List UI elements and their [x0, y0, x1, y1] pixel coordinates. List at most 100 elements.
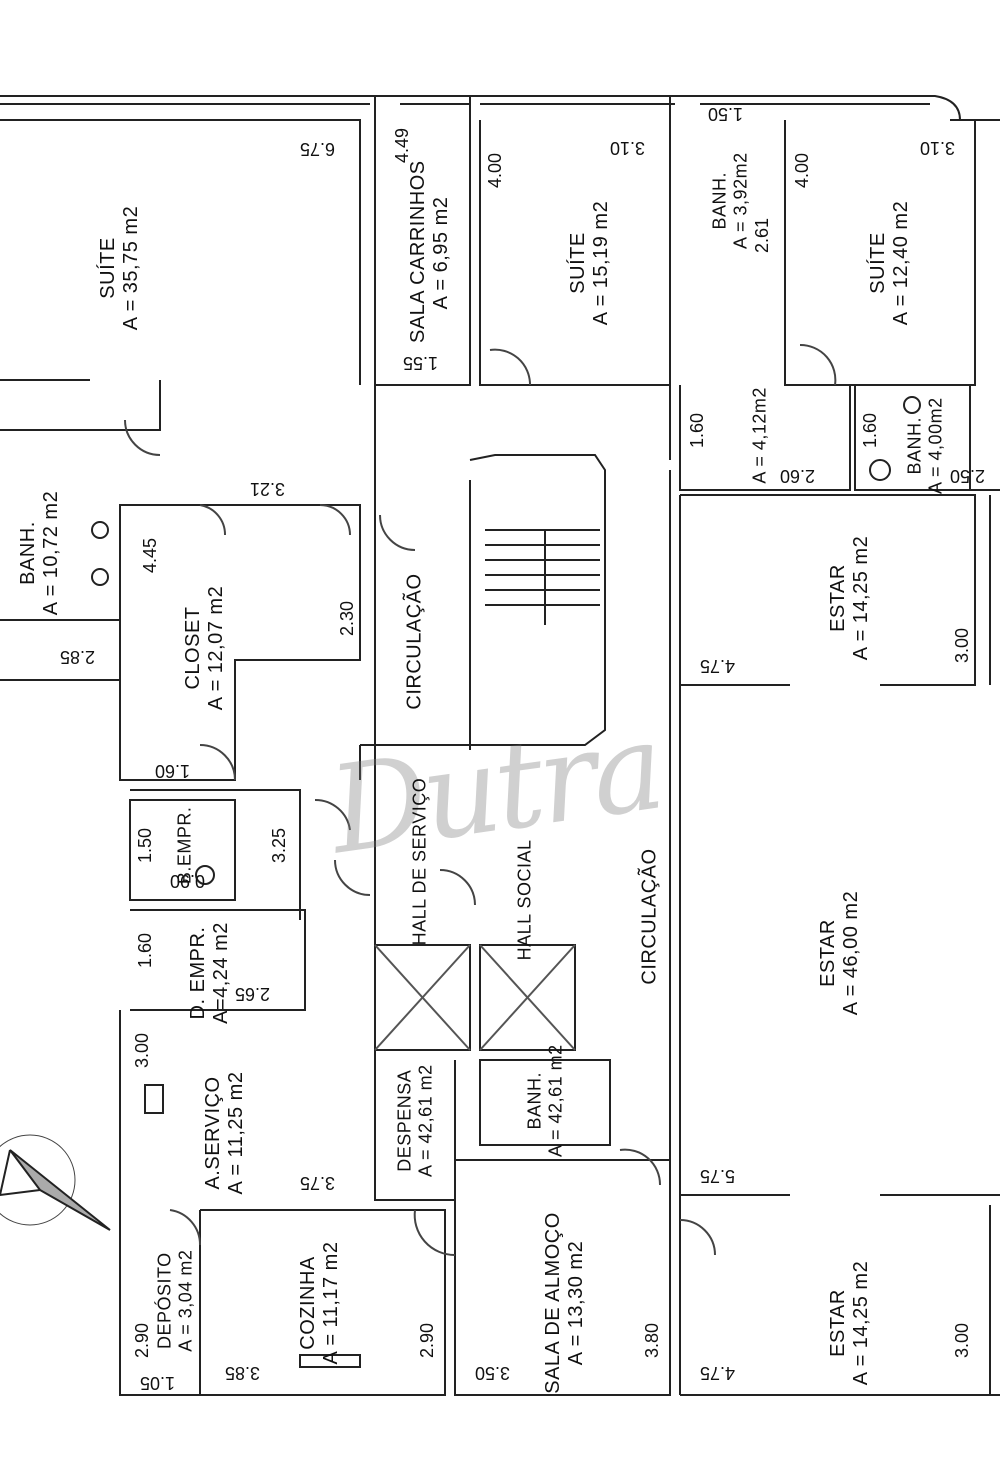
room-deposito: DEPÓSITO A = 3,04 m2 [154, 1231, 195, 1371]
room-area: A = 12,07 m2 [205, 585, 227, 711]
room-area: A = 42,61 m2 [545, 1044, 565, 1157]
room-area: A = 46,00 m2 [840, 890, 862, 1016]
room-area: A = 14,25 m2 [850, 1260, 872, 1386]
room-area: A=4,24 m2 [210, 922, 232, 1024]
room-name: A.SERVIÇO [202, 1076, 224, 1190]
room-banh-social: BANH. A = 42,61 m2 [524, 1031, 565, 1171]
dim-300b: 3.00 [132, 1032, 153, 1069]
room-name: COZINHA [297, 1256, 319, 1350]
dim-160d: 1.60 [135, 932, 156, 969]
room-name: BANH. [17, 521, 39, 585]
room-name: DESPENSA [394, 1069, 415, 1172]
walls-baths [679, 385, 1000, 491]
room-estar-1: ESTAR A = 14,25 m2 [827, 508, 873, 688]
wall-left-1 [0, 379, 161, 431]
dim-160c: 1.60 [155, 761, 191, 781]
room-banh-hall: A = 4,12m2 [750, 380, 771, 490]
room-circulacao-2: CIRCULAÇÃO [639, 837, 662, 997]
dim-380: 3.80 [642, 1322, 663, 1359]
room-name: SUÍTE [97, 237, 119, 299]
dim-325: 3.25 [269, 827, 290, 864]
room-area: A = 11,25 m2 [225, 1071, 247, 1195]
room-a-servico: A.SERVIÇO A = 11,25 m2 [202, 1048, 248, 1218]
dim-090: 0.90 [170, 871, 206, 891]
wall-cozinha [200, 1209, 446, 1396]
dim-230: 2.30 [337, 600, 358, 637]
wall-estar-1 [679, 494, 976, 1395]
room-name: CLOSET [182, 606, 204, 690]
room-name: ESTAR [817, 919, 839, 987]
dim-250: 2.50 [950, 466, 986, 486]
dim-475a: 4.75 [700, 656, 736, 676]
dim-260: 2.60 [780, 466, 816, 486]
room-name: CIRCULAÇÃO [403, 573, 426, 710]
room-area: A = 6,95 m2 [430, 196, 452, 310]
room-area: A = 15,19 m2 [590, 200, 612, 326]
dim-300a: 3.00 [952, 627, 973, 664]
dim-475b: 4.75 [700, 1363, 736, 1383]
dim-449: 4.49 [392, 127, 413, 164]
room-area: A = 12,40 m2 [890, 200, 912, 326]
wall-empr [130, 789, 301, 920]
room-area: A = 13,30 m2 [565, 1240, 587, 1366]
wall-dempr [130, 909, 306, 1011]
room-name: SUÍTE [867, 232, 889, 294]
room-area: A = 4,12m2 [749, 387, 770, 484]
room-sala-almoco: SALA DE ALMOÇO A = 13,30 m2 [542, 1203, 588, 1403]
room-hall-servico: HALL DE SERVIÇO [409, 777, 431, 946]
room-banh-suite-2: BANH. A = 3,92m2 [709, 141, 750, 261]
room-area: A = 11,17 m2 [320, 1241, 342, 1365]
dim-350: 3.50 [475, 1363, 511, 1383]
dim-445: 4.45 [140, 537, 161, 574]
dim-310a: 3.10 [610, 138, 646, 158]
dim-155: 1.55 [403, 353, 439, 373]
room-estar-3: ESTAR A = 14,25 m2 [827, 1233, 873, 1413]
room-area: A = 3,92m2 [730, 152, 750, 249]
room-name: CIRCULAÇÃO [638, 848, 661, 985]
room-banh-suite-3: BANH. A = 4,00m2 [904, 391, 945, 501]
room-area: A = 14,25 m2 [850, 535, 872, 661]
wall-banh-social [479, 1059, 611, 1146]
room-name: SALA DE ALMOÇO [542, 1212, 564, 1394]
dim-105: 1.05 [140, 1373, 176, 1393]
dim-375: 3.75 [300, 1173, 336, 1193]
room-sala-carrinhos: SALA CARRINHOS A = 6,95 m2 [407, 160, 453, 343]
room-circulacao-1: CIRCULAÇÃO [404, 572, 427, 712]
room-area: A = 10,72 m2 [40, 490, 62, 616]
exterior-wall-top [0, 95, 961, 121]
room-d-empr: D. EMPR. A=4,24 m2 [187, 903, 233, 1043]
room-suite-3: SUÍTE A = 12,40 m2 [867, 183, 913, 343]
dim-321: 3.21 [250, 479, 286, 499]
north-arrow-icon [0, 1134, 111, 1231]
dim-160b: 1.60 [860, 412, 881, 449]
dim-160a: 1.60 [687, 412, 708, 449]
dim-265: 2.65 [235, 984, 271, 1004]
dim-310b: 3.10 [920, 138, 956, 158]
room-area: A = 3,04 m2 [175, 1249, 195, 1352]
room-suite-master: SUÍTE A = 35,75 m2 [97, 158, 143, 378]
room-name: ESTAR [827, 564, 849, 632]
room-estar-2: ESTAR A = 46,00 m2 [817, 863, 863, 1043]
room-name: BANH. [524, 1071, 545, 1130]
room-closet: CLOSET A = 12,07 m2 [182, 568, 228, 728]
stair-steps [485, 529, 600, 625]
dim-400b: 4.00 [792, 152, 813, 189]
room-despensa: DESPENSA A = 42,61 m2 [394, 1041, 435, 1201]
dim-150a: 1.50 [708, 104, 744, 124]
room-hall-social: HALL SOCIAL [514, 839, 536, 961]
room-name: DEPÓSITO [154, 1252, 175, 1350]
room-name: D. EMPR. [187, 926, 209, 1020]
room-name: HALL DE SERVIÇO [409, 777, 430, 946]
walls-top-left [0, 96, 670, 386]
room-banh-master: BANH. A = 10,72 m2 [17, 478, 63, 628]
wall-deposito [119, 1010, 201, 1396]
wall-bempr [129, 799, 236, 901]
room-name: SUÍTE [567, 232, 589, 294]
room-name: HALL SOCIAL [514, 839, 535, 961]
dim-675: 6.75 [300, 139, 336, 159]
dim-150b: 1.50 [135, 827, 156, 864]
dim-290b: 2.90 [417, 1322, 438, 1359]
dim-575: 5.75 [700, 1166, 736, 1186]
room-suite-2: SUÍTE A = 15,19 m2 [567, 183, 613, 343]
